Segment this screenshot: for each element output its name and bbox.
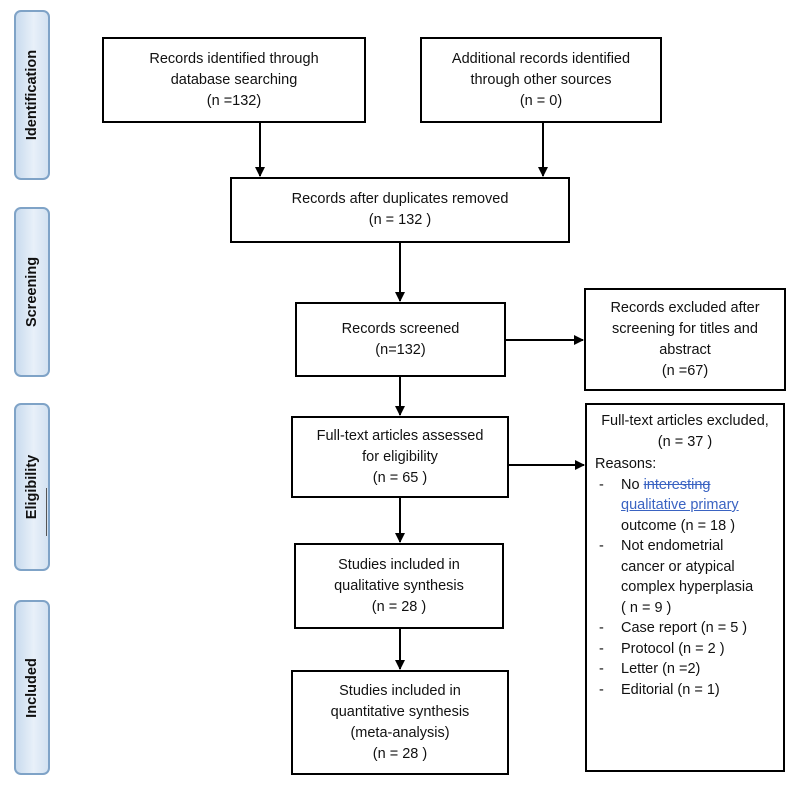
other-sources-count: (n = 0) (519, 92, 563, 109)
excluded-screening-count: (n =67) (661, 362, 709, 379)
reason2-line4: ( n = 9 ) (621, 599, 672, 616)
reasons-label: Reasons: (595, 456, 657, 472)
reason-protocol: Protocol (n = 2 ) (595, 639, 775, 660)
records-screened-count: (n=132) (375, 341, 426, 358)
full-text-count: (n = 65 ) (372, 469, 428, 486)
after-duplicates-count: (n = 132 ) (368, 212, 432, 228)
stage-label-eligibility: Eligibility (14, 403, 50, 571)
reasons-list: No interesting qualitative primary outco… (595, 475, 775, 701)
stage-label-identification: Identification (14, 10, 50, 180)
database-count: (n =132) (206, 92, 262, 109)
qualitative-line2: qualitative synthesis (334, 577, 464, 594)
reason1-suffix: outcome (n = 18 ) (621, 517, 736, 534)
full-text-excluded-count: (n = 37 ) (657, 433, 713, 450)
full-text-line2: for eligibility (362, 448, 438, 465)
reason2-line3: complex hyperplasia (621, 579, 754, 595)
quantitative-line2: quantitative synthesis (330, 703, 470, 720)
qualitative-count: (n = 28 ) (371, 598, 427, 615)
database-line1: Records identified through (149, 50, 319, 67)
reason-letter: Letter (n =2) (595, 659, 775, 680)
records-screened-line1: Records screened (341, 320, 460, 337)
box-qualitative-synthesis: Studies included in qualitative synthesi… (294, 543, 504, 629)
box-after-duplicates: Records after duplicates removed (n = 13… (230, 177, 570, 243)
box-quantitative-synthesis: Studies included in quantitative synthes… (291, 670, 509, 775)
excluded-screening-line3: abstract (659, 341, 711, 358)
stage-label-screening: Screening (14, 207, 50, 377)
box-other-sources: Additional records identified through ot… (420, 37, 662, 123)
other-sources-line2: through other sources (470, 71, 612, 88)
excluded-screening-line2: screening for titles and (612, 320, 758, 337)
reason-editorial: Editorial (n = 1) (595, 680, 775, 701)
stage-label-included: Included (14, 600, 50, 775)
box-database-search: Records identified through database sear… (102, 37, 366, 123)
excluded-screening-line1: Records excluded after (610, 299, 760, 316)
reason1-prefix: No (621, 476, 644, 493)
other-sources-line1: Additional records identified (451, 50, 631, 67)
reason-no-primary-outcome: No interesting qualitative primary outco… (595, 475, 775, 537)
box-records-screened: Records screened (n=132) (295, 302, 506, 377)
quantitative-count: (n = 28 ) (372, 745, 428, 762)
qualitative-line1: Studies included in (338, 556, 460, 573)
box-full-text-assessed: Full-text articles assessed for eligibil… (291, 416, 509, 498)
quantitative-line1: Studies included in (339, 682, 461, 699)
divider-mark (46, 488, 47, 536)
reason2-line2: cancer or atypical (621, 558, 735, 575)
reason-case-report: Case report (n = 5 ) (595, 618, 775, 639)
box-excluded-screening: Records excluded after screening for tit… (584, 288, 786, 391)
box-full-text-excluded: Full-text articles excluded, (n = 37 ) R… (585, 403, 785, 772)
after-duplicates-line1: Records after duplicates removed (291, 191, 509, 207)
reason-not-endometrial: Not endometrial cancer or atypical compl… (595, 536, 775, 618)
reason2-line1: Not endometrial (621, 538, 724, 554)
database-line2: database searching (170, 71, 298, 88)
reason1-inserted-text: qualitative primary (621, 497, 739, 513)
full-text-line1: Full-text articles assessed (316, 427, 484, 444)
quantitative-line3: (meta-analysis) (350, 724, 450, 741)
reason1-struck-text: interesting (643, 476, 711, 493)
full-text-excluded-title: Full-text articles excluded, (601, 413, 769, 429)
